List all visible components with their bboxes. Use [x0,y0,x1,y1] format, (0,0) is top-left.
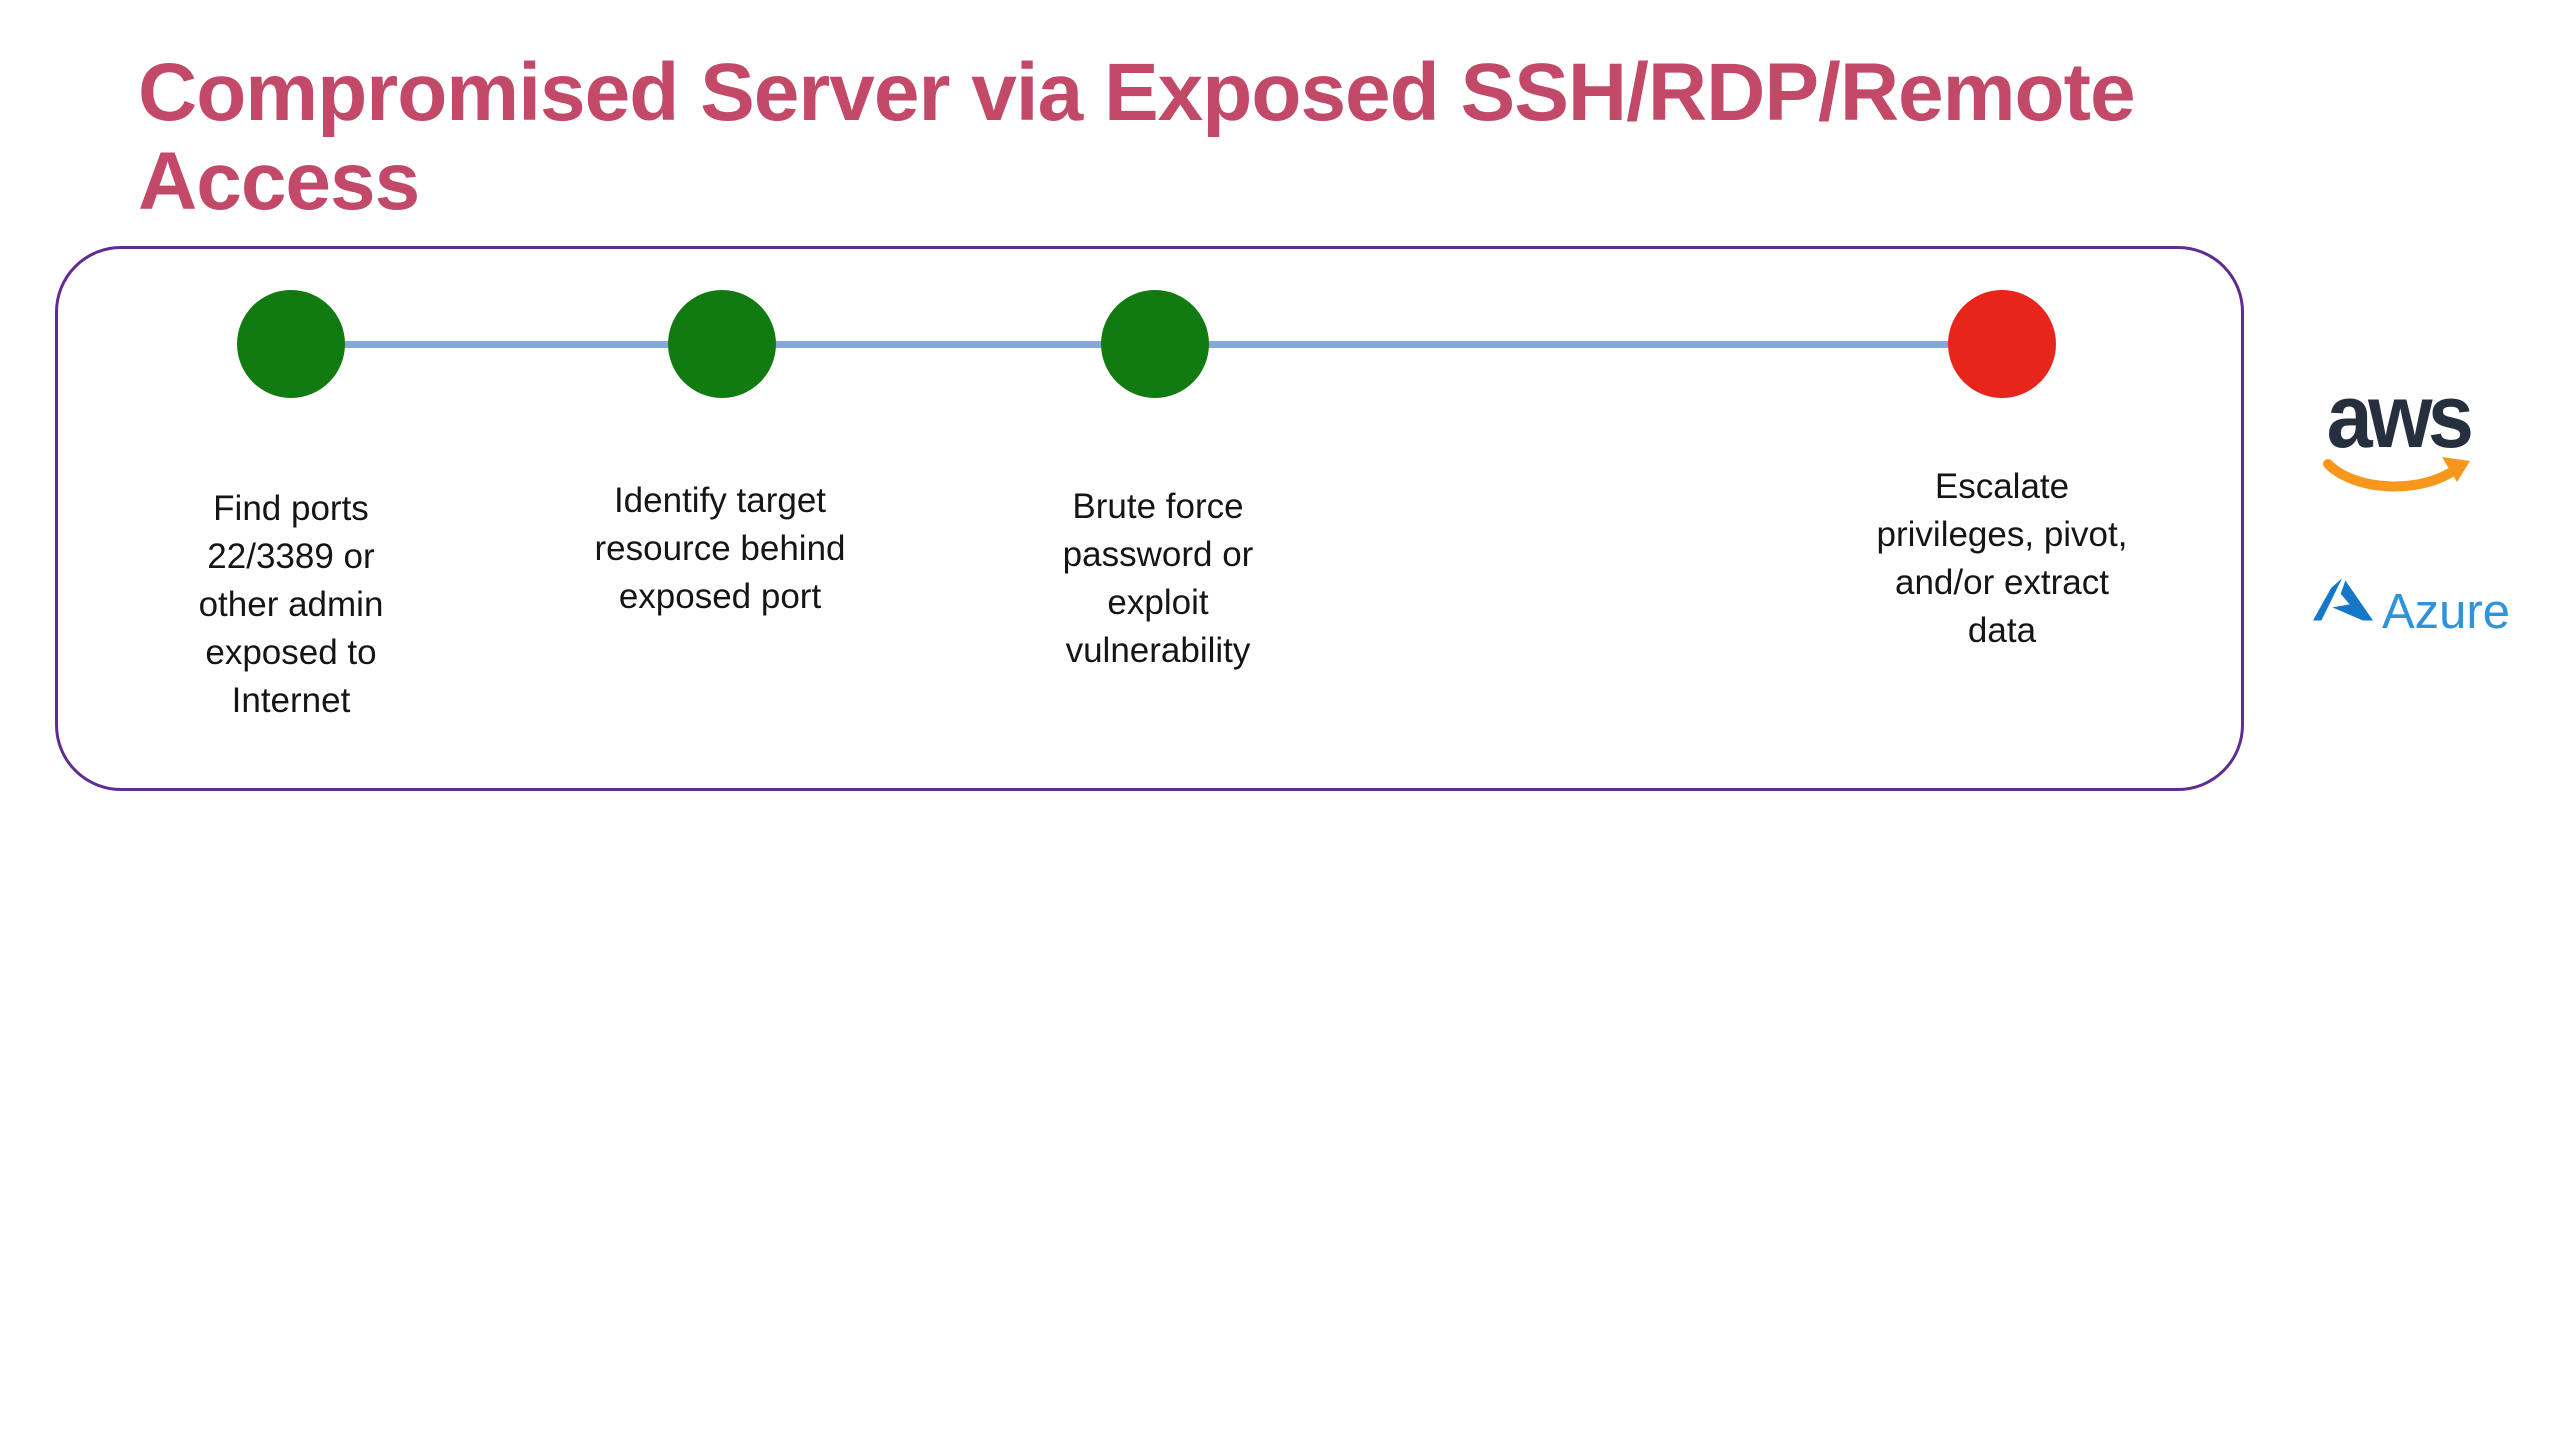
timeline-dot-brute-force [1101,290,1209,398]
page-title: Compromised Server via Exposed SSH/RDP/R… [138,47,2136,227]
step-label-escalate: Escalate privileges, pivot, and/or extra… [1876,467,2128,650]
azure-triangle-icon [2313,578,2373,621]
aws-logo-text: aws [2326,367,2474,467]
step-label-brute-force: Brute force password or exploit vulnerab… [1062,487,1254,670]
timeline-dot-escalate [1948,290,2056,398]
timeline-panel [55,246,2244,791]
azure-logo: Azure [2313,571,2510,637]
azure-logo-text: Azure [2382,585,2511,639]
timeline-dot-find-ports [237,290,345,398]
step-label-identify-target: Identify target resource behind exposed … [594,481,846,616]
timeline-dot-identify-target [668,290,776,398]
step-label-find-ports: Find ports 22/3389 or other admin expose… [198,489,384,720]
aws-smile-icon [2323,457,2470,492]
aws-logo: aws [2320,367,2476,500]
